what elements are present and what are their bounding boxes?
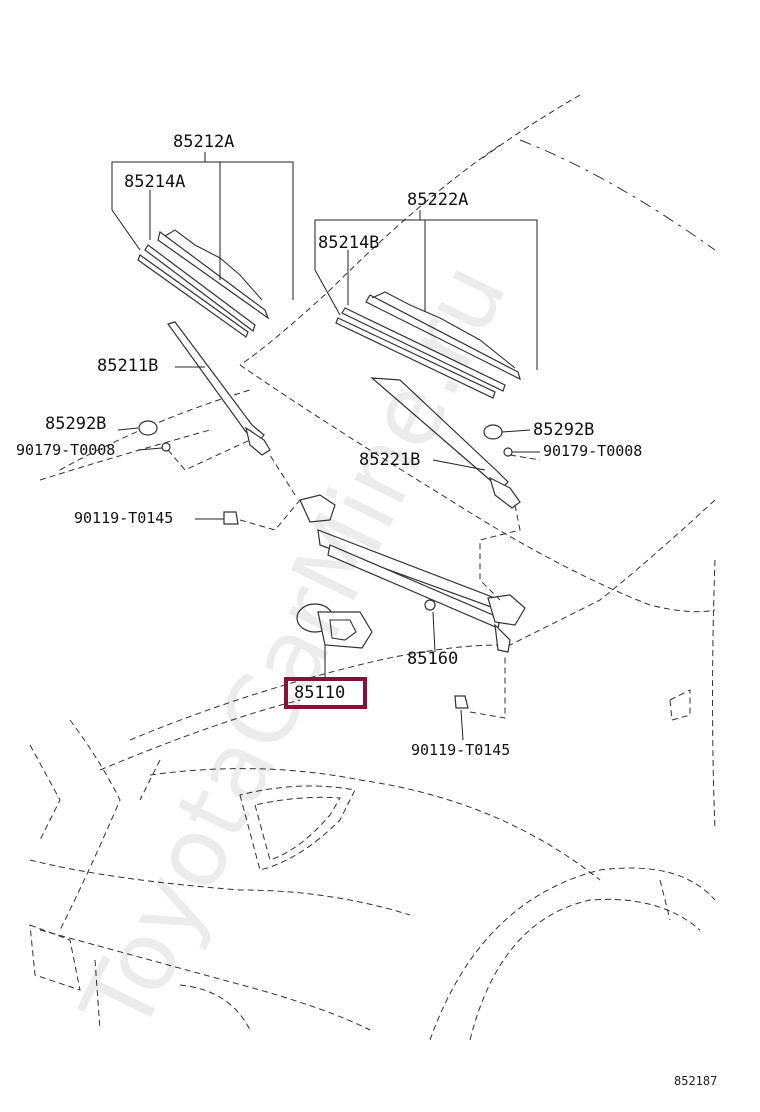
rear-blade-assembly	[335, 291, 521, 399]
car-body-outline	[29, 94, 716, 1041]
label-85214B: 85214B	[318, 233, 380, 253]
wiper-link	[299, 494, 526, 653]
label-85110: 85110	[294, 683, 346, 703]
label-85221B: 85221B	[359, 450, 421, 470]
label-85292B-left: 85292B	[45, 414, 107, 434]
label-85222A: 85222A	[407, 190, 469, 210]
assembly-guides	[167, 439, 541, 719]
label-brackets	[111, 152, 538, 370]
label-90119-T0145-upper: 90119-T0145	[74, 509, 174, 527]
caps-and-nuts	[138, 420, 513, 457]
leader-lines	[117, 366, 540, 741]
label-90179-T0008-left: 90179-T0008	[16, 441, 116, 459]
label-85214A: 85214A	[124, 172, 186, 192]
label-85160: 85160	[407, 649, 459, 669]
label-85212A: 85212A	[173, 132, 235, 152]
label-85292B-right: 85292B	[533, 420, 595, 440]
highlight-box	[284, 677, 367, 709]
label-85211B: 85211B	[97, 356, 159, 376]
wiper-arms	[167, 321, 521, 509]
label-90179-T0008-right: 90179-T0008	[543, 442, 643, 460]
figure-code: 852187	[674, 1074, 718, 1088]
label-90119-T0145-lower: 90119-T0145	[411, 741, 511, 759]
front-blade-assembly	[137, 229, 270, 338]
wiper-motor	[296, 603, 373, 649]
bolts	[223, 511, 469, 709]
